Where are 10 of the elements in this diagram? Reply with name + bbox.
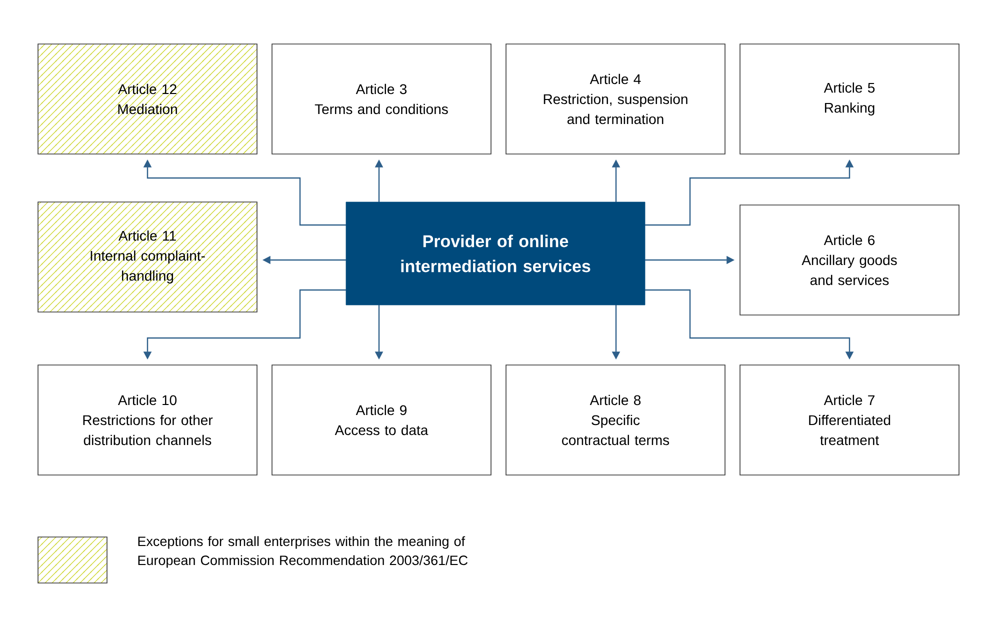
article-box: Article 4 Restriction, suspension and termination xyxy=(506,44,726,154)
article-box: Article 6 Ancillary goods and services xyxy=(740,204,960,316)
provider-box: Provider of online intermediation services xyxy=(346,202,646,306)
article-box: Article 8 Specific contractual terms xyxy=(506,364,726,476)
article-box: Article 7 Differentiated treatment xyxy=(740,364,960,476)
article-box: Article 5 Ranking xyxy=(740,44,960,154)
article-box: Article 3 Terms and conditions xyxy=(272,44,492,154)
article-box: Article 10 Restrictions for other distribution channels xyxy=(38,364,258,476)
article-box: Article 9 Access to data xyxy=(272,364,492,476)
legend-text: Exceptions for small enterprises within the meaning of European Commission Recommendation 2003/361/EC xyxy=(138,536,468,568)
